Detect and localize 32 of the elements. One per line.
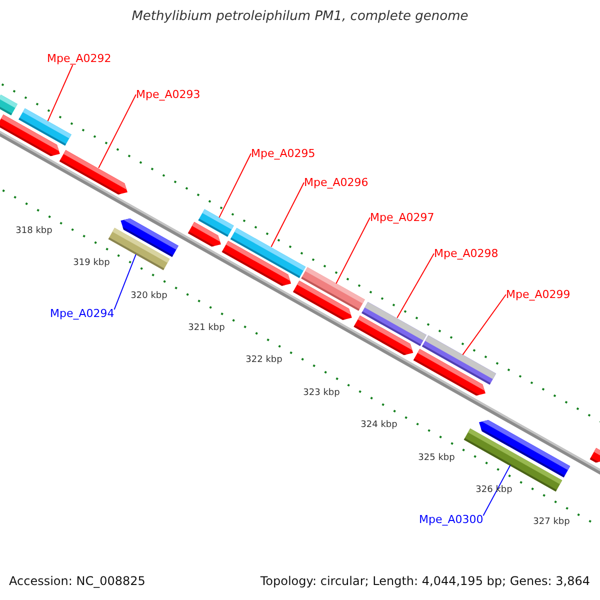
- gene-label: Mpe_A0299: [506, 288, 570, 301]
- scale-label: 323 kbp: [303, 388, 340, 398]
- leader-line: [462, 294, 506, 356]
- leader-line: [218, 153, 252, 218]
- leader-line: [482, 464, 511, 516]
- gene-label: Mpe_A0292: [47, 52, 112, 65]
- gene-label: Mpe_A0298: [434, 247, 498, 260]
- gene-label: Mpe_A0296: [304, 176, 368, 189]
- gene-label: Mpe_A0293: [136, 88, 200, 101]
- genome-info-text: Topology: circular; Length: 4,044,195 bp; Genes: 3,864: [260, 574, 590, 588]
- scale-label: 322 kbp: [246, 355, 282, 366]
- gene-label: Mpe_A0295: [251, 147, 316, 160]
- scale-label: 318 kbp: [16, 226, 52, 236]
- scale-label: 324 kbp: [360, 420, 398, 430]
- scale-label: 326 kbp: [476, 485, 512, 496]
- gene-label: Mpe_A0300: [419, 513, 484, 526]
- leader-line: [114, 254, 136, 310]
- leader-line: [47, 64, 74, 122]
- scale-label: 320 kbp: [130, 290, 168, 301]
- gene-bar: [18, 108, 72, 146]
- leader-line: [98, 94, 136, 169]
- scale-label: 319 kbp: [73, 258, 110, 268]
- gene-label: Mpe_A0297: [370, 211, 434, 224]
- scale-label: 327 kbp: [533, 517, 570, 528]
- leader-line: [396, 253, 434, 318]
- gene-label: Mpe_A0294: [50, 307, 114, 320]
- scale-label: 325 kbp: [418, 452, 455, 463]
- scale-label: 321 kbp: [188, 323, 225, 334]
- gene-bar: [0, 94, 18, 116]
- title: Methylibium petroleiphilum PM1, complete genome: [130, 9, 470, 24]
- leader-line: [270, 182, 304, 248]
- accession-text: Accession: NC_008825: [9, 574, 146, 588]
